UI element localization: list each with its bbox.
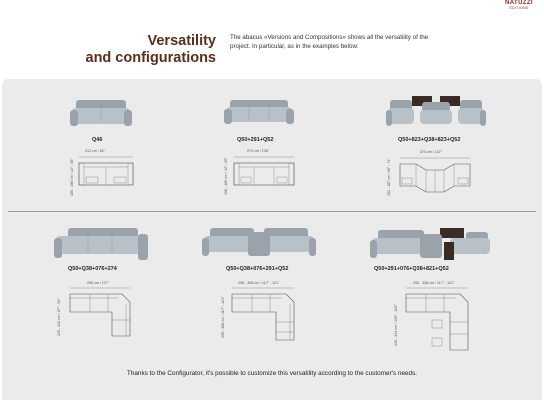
config-height: 106 - 165 cm / 42" - 65" <box>224 157 228 195</box>
config-height: 106 - 196 cm / 42" - 65" <box>70 158 74 196</box>
sofa-photo-q50-291-076-q38-821-q52 <box>370 228 490 260</box>
floor-plan-q50-q38-076-274 <box>69 287 131 337</box>
config-code: Q46 <box>92 137 103 143</box>
sofa-photo-q50-q38-076-291-q52 <box>202 228 316 256</box>
config-height: 220 - 232 cm / 87" - 91" <box>57 298 61 336</box>
floor-plan-q50-291-q52 <box>233 156 295 186</box>
floor-plan-q50-291-076-q38-821-q52 <box>405 287 469 351</box>
brand-logo: NATUZZI EDITIONS <box>502 0 536 14</box>
section-divider <box>8 211 536 212</box>
config-width: 296 - 308 cm / 117" - 121" <box>238 281 280 285</box>
page-title-line2: and configurations <box>85 50 217 66</box>
footer-note: Thanks to the Configurator, it's possibl… <box>126 370 418 377</box>
sofa-photo-q50-291-q52 <box>224 100 294 124</box>
config-height: 330 - 344 cm / 130" - 135" <box>394 304 398 346</box>
sofa-photo-q50-823-q38-823-q52 <box>386 96 486 126</box>
floor-plan-q46 <box>78 156 134 186</box>
config-width: 296 - 308 cm / 117" - 121" <box>413 281 455 285</box>
intro-text: The abacus «Versions and Compositions» s… <box>230 34 429 50</box>
config-width: 374 cm / 147" <box>420 150 443 154</box>
config-code: Q50+Q38+076+291+Q52 <box>226 266 289 272</box>
config-height: 295 - 308 cm / 117" - 121" <box>221 296 225 338</box>
page-title: Versatility and configurations <box>60 33 217 67</box>
floor-plan-q50-q38-076-291-q52 <box>231 287 295 341</box>
brand-name: NATUZZI <box>504 0 534 6</box>
sofa-photo-q46 <box>70 100 132 126</box>
config-code: Q50+823+Q38+823+Q52 <box>398 137 461 143</box>
brand-sub: EDITIONS <box>509 6 529 10</box>
sofa-photo-q50-q38-076-274 <box>54 228 148 260</box>
config-code: Q50+291+Q52 <box>237 137 274 143</box>
config-code: Q50+291+076+Q38+821+Q52 <box>374 266 449 272</box>
page-title-line1: Versatility <box>147 33 216 49</box>
config-code: Q50+Q38+076+274 <box>68 266 117 272</box>
config-width: 296 cm / 117" <box>87 281 109 285</box>
floor-plan-q50-823-q38-823-q52 <box>399 157 471 193</box>
config-width: 212 cm / 83" <box>85 149 106 153</box>
config-height: 152 - 187 cm / 60" - 74" <box>387 158 391 196</box>
config-width: 270 cm / 106" <box>247 149 270 153</box>
